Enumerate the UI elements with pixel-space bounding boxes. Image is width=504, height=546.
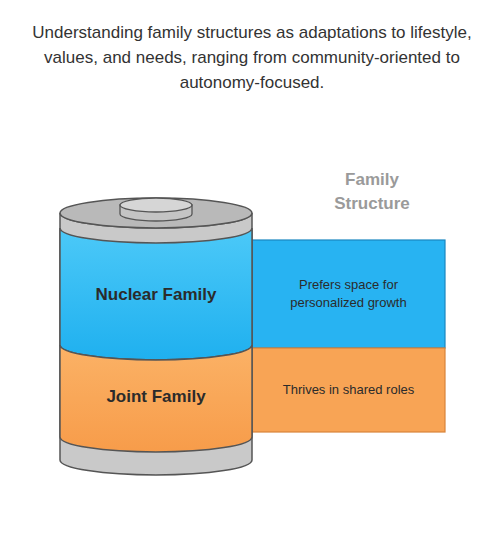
band-label: Joint Family	[62, 352, 250, 442]
band-label: Nuclear Family	[62, 245, 250, 345]
cylinder-body	[60, 213, 252, 475]
cylinder-band	[60, 228, 252, 360]
band-title: Joint Family	[106, 386, 205, 408]
box-text: Thrives in shared roles	[283, 381, 415, 399]
diagram-title: Understanding family structures as adapt…	[27, 20, 477, 95]
side-panel	[252, 348, 445, 432]
side-panel	[252, 240, 445, 348]
cylinder-knob	[120, 198, 192, 212]
band-title: Nuclear Family	[96, 284, 217, 306]
section-label: Family Structure	[312, 168, 432, 216]
box-text: Prefers space for personalized growth	[272, 276, 425, 312]
cylinder-band	[60, 345, 252, 452]
description-box: Prefers space for personalized growth	[252, 240, 445, 348]
cylinder-top	[60, 198, 252, 228]
description-box: Thrives in shared roles	[252, 348, 445, 432]
